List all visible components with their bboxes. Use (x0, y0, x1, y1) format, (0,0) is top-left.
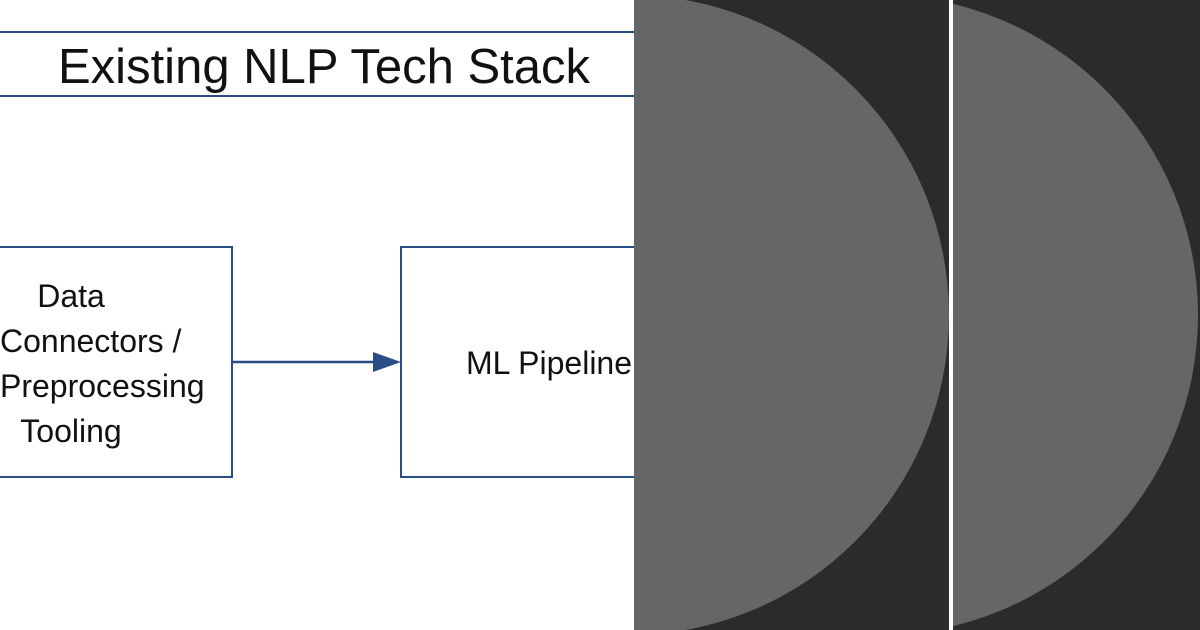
diagram-title: Existing NLP Tech Stack (58, 40, 591, 94)
data-connectors-box (0, 246, 233, 478)
data-connectors-label: Data Connectors / Preprocessing Tooling (0, 274, 205, 454)
data-connectors-line-4: Tooling (20, 413, 122, 449)
half-circle-shape (634, 0, 949, 630)
data-connectors-line-3: Preprocessing (0, 368, 205, 404)
half-circle-shape (953, 0, 1198, 630)
ml-pipeline-label: ML Pipeline (466, 345, 633, 381)
data-connectors-line-1: Data (37, 278, 105, 314)
arrow-head-icon (373, 352, 401, 372)
overlay-panel-left (634, 0, 949, 630)
title-bar (0, 31, 634, 97)
data-connectors-line-2: Connectors / (0, 323, 182, 359)
overlay-divider (949, 0, 953, 630)
tech-stack-diagram: Existing NLP Tech Stack Data Connectors … (0, 31, 634, 478)
overlay-panel-right (953, 0, 1200, 630)
ml-pipeline-box (400, 246, 634, 478)
